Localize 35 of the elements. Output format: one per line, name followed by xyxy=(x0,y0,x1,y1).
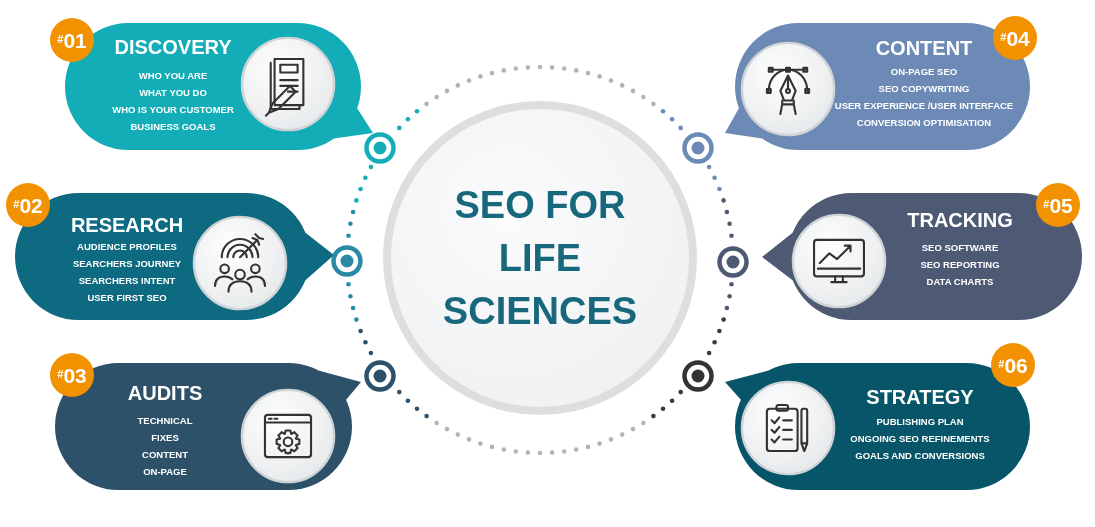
number-badge: $^{#}$04 xyxy=(993,16,1037,60)
item-text: WHAT YOU DO xyxy=(139,88,207,98)
item-text: TECHNICAL xyxy=(137,416,193,426)
section-title: CONTENT xyxy=(875,38,973,58)
item-text: SEO REPORTING xyxy=(920,260,1000,270)
section-title: AUDITS xyxy=(127,383,203,403)
section-title: STRATEGY xyxy=(866,387,974,407)
item-text: SEARCHERS JOURNEY xyxy=(72,259,182,269)
item-text: CONVERSION OPTIMISATION xyxy=(856,118,992,128)
item-text: CONTENT xyxy=(142,450,188,460)
section-title: TRACKING xyxy=(907,210,1013,230)
item-text: SEO SOFTWARE xyxy=(921,243,999,253)
item-text: ON-PAGE xyxy=(143,467,187,477)
item-text: WHO YOU ARE xyxy=(138,71,208,81)
item-text: ONGOING SEO REFINEMENTS xyxy=(850,434,990,444)
number-badge: $^{#}$03 xyxy=(50,353,94,397)
section-title: RESEARCH xyxy=(70,215,184,235)
item-text: USER FIRST SEO xyxy=(87,293,167,303)
item-text: PUBLISHING PLAN xyxy=(876,417,964,427)
item-text: AUDIENCE PROFILES xyxy=(77,242,177,252)
number-badge: $^{#}$01 xyxy=(50,18,94,62)
item-text: GOALS AND CONVERSIONS xyxy=(855,451,985,461)
item-text: DATA CHARTS xyxy=(926,277,994,287)
item-text: FIXES xyxy=(151,433,179,443)
number-badge: $^{#}$06 xyxy=(991,343,1035,387)
item-text: SEO COPYWRITING xyxy=(878,84,970,94)
item-text: USER EXPERIENCE /USER INTERFACE xyxy=(834,101,1014,111)
number-badge: $^{#}$05 xyxy=(1036,183,1080,227)
center-title: SEO FOR LIFE SCIENCES xyxy=(441,182,639,334)
item-text: SEARCHERS INTENT xyxy=(78,276,176,286)
item-text: WHO IS YOUR CUSTOMER xyxy=(112,105,234,115)
number-badge: $^{#}$02 xyxy=(6,183,50,227)
item-text: BUSINESS GOALS xyxy=(130,122,216,132)
section-title: DISCOVERY xyxy=(114,37,232,57)
item-text: ON-PAGE SEO xyxy=(890,67,958,77)
